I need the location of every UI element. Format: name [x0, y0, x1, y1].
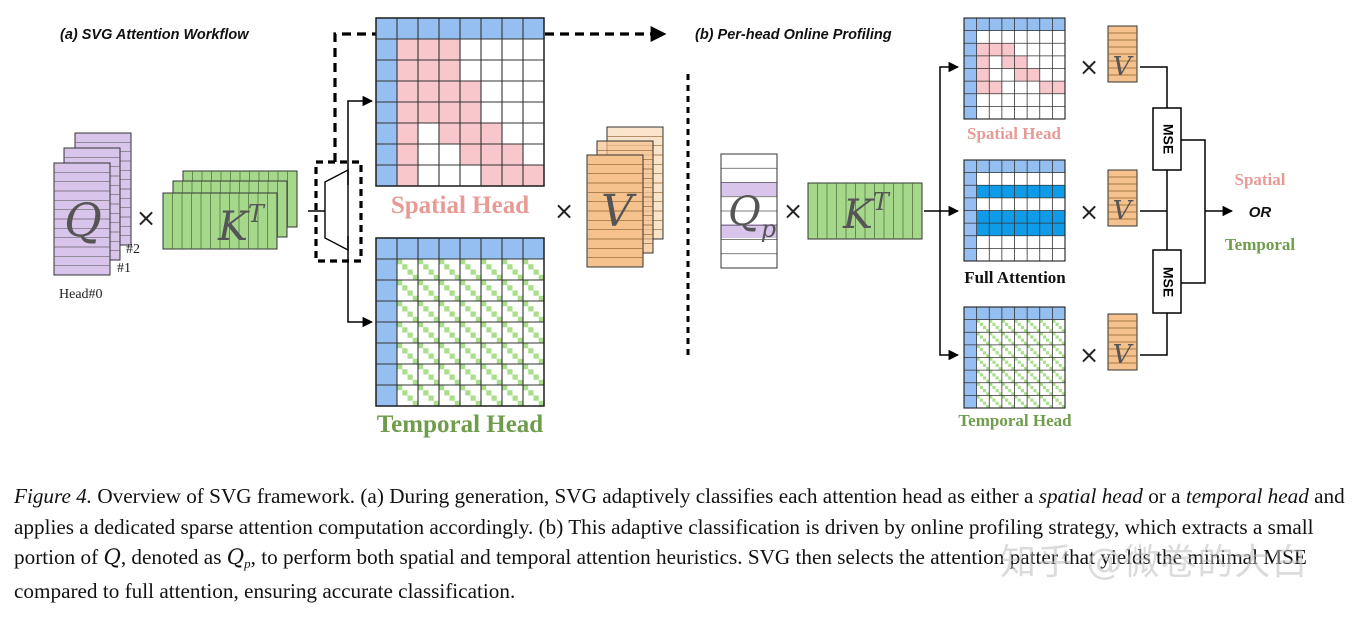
spatial-head-label-b: Spatial Head [967, 124, 1062, 143]
kt-matrix-b: KT [807, 182, 923, 240]
caption-part-2: or a [1142, 484, 1186, 508]
times-symbol-5: × [1079, 198, 1099, 226]
watermark: 知乎 @微卷的大白 [1000, 542, 1309, 583]
spatial-head-label-a: Spatial Head [391, 192, 529, 219]
kt-symbol-b-k: K [842, 192, 875, 238]
times-symbol-4: × [1079, 53, 1099, 81]
spatial-profile-matrix [963, 17, 1066, 120]
result-temporal: Temporal [1225, 235, 1295, 254]
mse-label-top: MSE [1160, 124, 1176, 154]
kt-symbol-k: K [217, 204, 250, 250]
v-symbol: V [601, 186, 637, 237]
v-symbol-b2: V [1113, 196, 1134, 226]
kt-symbol-b-t: T [873, 188, 891, 216]
kt-symbol-t: T [248, 200, 266, 228]
qp-matrix: Qp [720, 153, 778, 269]
q-head-stack: Q #2 #1 Head#0 [53, 132, 140, 302]
times-symbol-2: × [554, 197, 574, 225]
panel-a-title: (a) SVG Attention Workflow [60, 27, 250, 43]
head-selector [308, 26, 667, 328]
caption-temporal-head: temporal head [1185, 484, 1309, 508]
spatial-head-matrix [375, 17, 545, 187]
caption-part-4: , denoted as [120, 545, 227, 569]
caption-qp-sub: p [244, 556, 251, 571]
mse-comparators: MSE MSE [1140, 66, 1234, 356]
svg-attention-diagram: (a) SVG Attention Workflow Q #2 #1 Head#… [53, 17, 1295, 438]
caption-part-3: and applies a dedicated sparse attention… [14, 484, 1345, 569]
mse-label-bottom: MSE [1160, 267, 1176, 297]
temporal-head-matrix [375, 237, 545, 407]
kt-symbol: KT [217, 200, 266, 250]
caption-part-1: Overview of SVG framework. (a) During ge… [92, 484, 1039, 508]
times-symbol-1: × [136, 204, 156, 232]
v-head-stack: V [586, 126, 664, 268]
result-or: OR [1249, 204, 1272, 221]
caption-q: Q [103, 544, 121, 569]
v-symbol-b1: V [1113, 52, 1134, 82]
times-symbol-3: × [783, 197, 803, 225]
kt-symbol-b: KT [842, 188, 891, 238]
head-label-0: Head#0 [59, 287, 103, 302]
v-symbol-b3: V [1113, 340, 1134, 370]
kt-head-stack: KT [162, 170, 298, 250]
q-symbol: Q [64, 193, 102, 247]
profiling-connector [924, 61, 960, 361]
qp-symbol-sub: p [761, 215, 776, 243]
temporal-head-label-b: Temporal Head [958, 411, 1072, 430]
panel-b-title: (b) Per-head Online Profiling [695, 27, 892, 43]
mse-box-bottom [1152, 249, 1182, 314]
head-label-1: #1 [117, 261, 131, 276]
caption-qp: Q [226, 544, 245, 569]
qp-symbol: Qp [728, 189, 776, 243]
times-symbol-6: × [1079, 341, 1099, 369]
temporal-profile-matrix [963, 306, 1066, 409]
v-profile-vectors [1107, 25, 1138, 371]
mse-box-top [1152, 107, 1182, 171]
caption-figure-label: Figure 4. [14, 484, 93, 508]
full-attention-label: Full Attention [964, 268, 1066, 287]
temporal-head-label-a: Temporal Head [377, 411, 544, 438]
result-spatial: Spatial [1234, 170, 1285, 189]
full-attention-matrix [963, 159, 1066, 262]
head-label-2: #2 [126, 242, 140, 257]
figure-caption: Figure 4. Overview of SVG framework. (a)… [14, 481, 1349, 606]
caption-part-5: , to perform both spatial and temporal a… [14, 545, 1307, 603]
caption-spatial-head: spatial head [1038, 484, 1143, 508]
qp-symbol-q: Q [728, 189, 761, 235]
